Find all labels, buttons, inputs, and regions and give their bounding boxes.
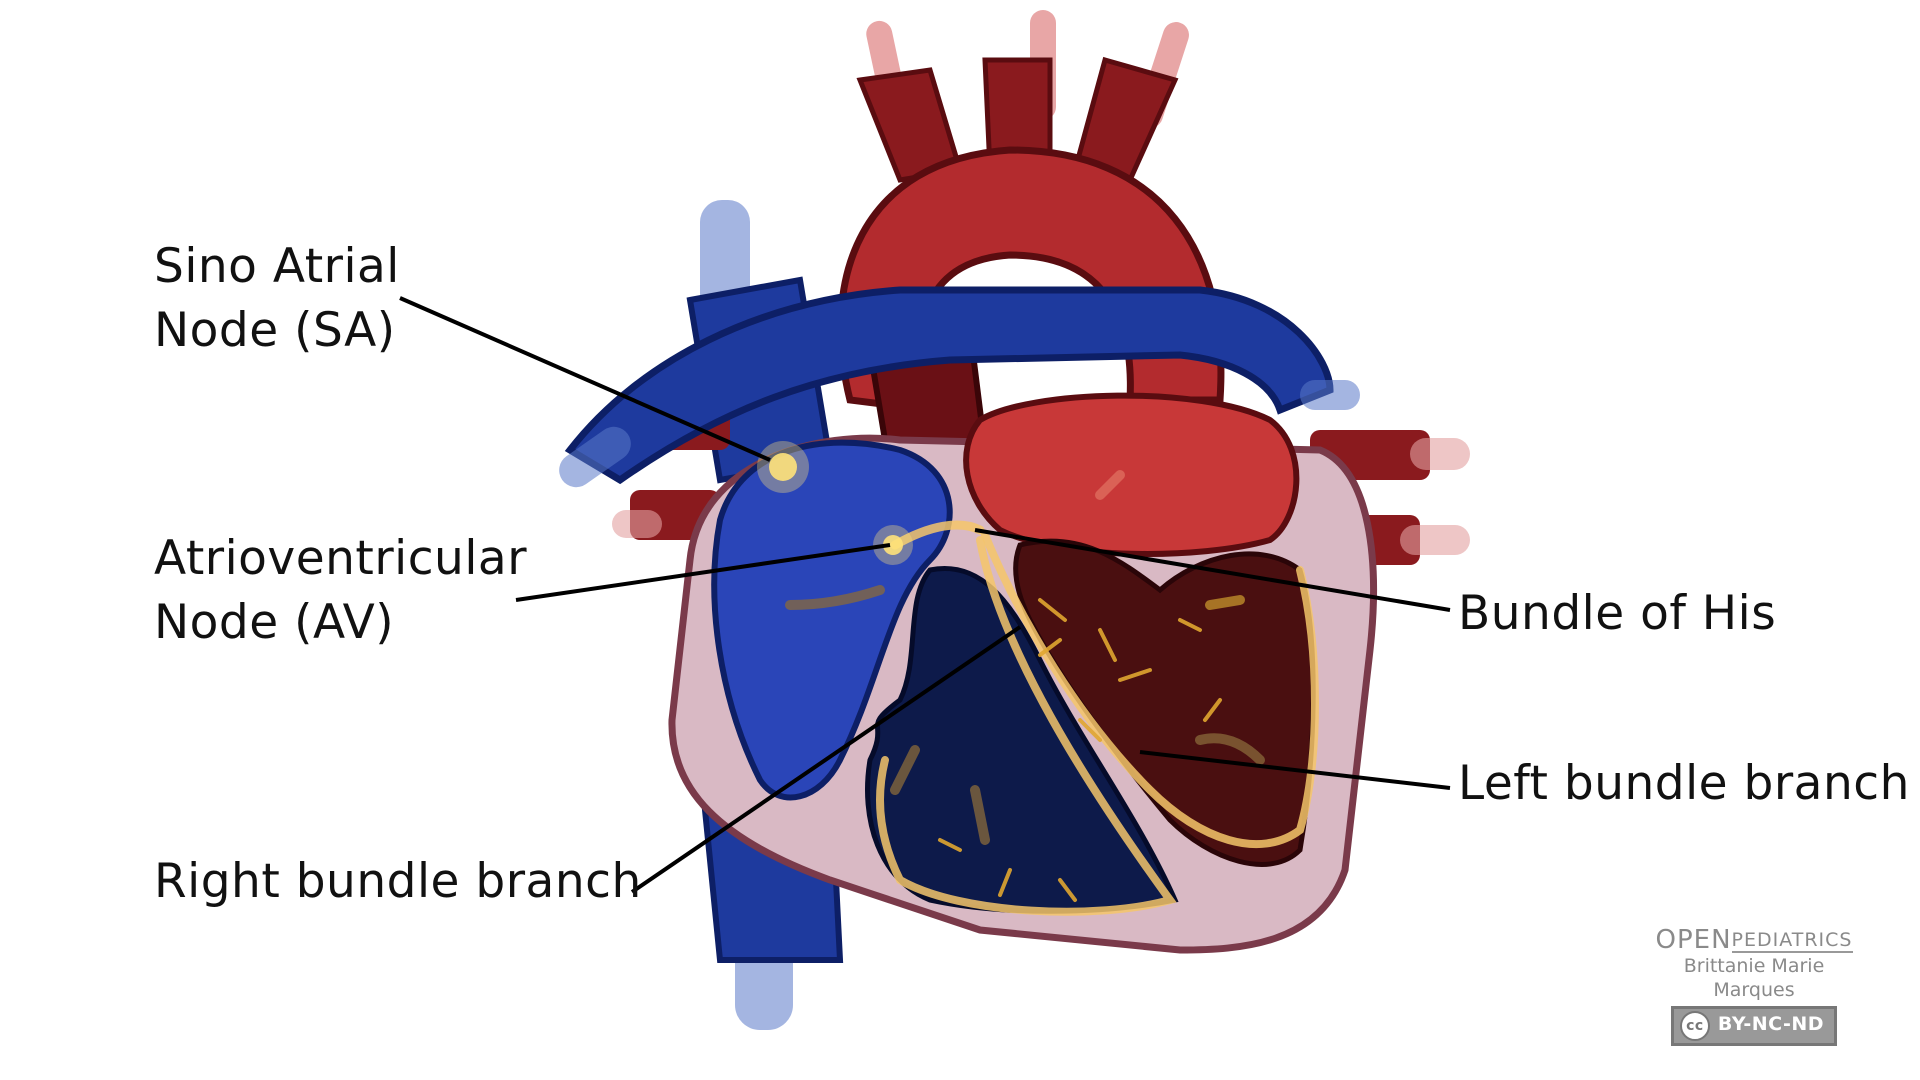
flow-arrow <box>1205 595 1245 610</box>
sa-leader-line <box>399 296 771 462</box>
sa-node-glow <box>757 441 809 493</box>
flow-arrow <box>1195 733 1265 765</box>
flow-arrow <box>785 585 885 610</box>
conduction-system <box>876 520 1319 916</box>
bundle-of-his-label: Bundle of His <box>1458 586 1777 641</box>
license-text: BY-NC-ND <box>1717 1013 1825 1035</box>
brand-right: PEDIATRICS <box>1731 929 1853 953</box>
sa-node-label: Sino Atrial Node (SA) <box>154 235 400 363</box>
right-atrium <box>711 439 953 801</box>
bundle-of-his-path <box>890 520 985 550</box>
leader-lines <box>399 296 1451 894</box>
flow-arrow <box>970 785 990 845</box>
right-bundle-branch-label: Right bundle branch <box>154 854 642 909</box>
flow-arrow <box>890 745 920 795</box>
av-label-line-1: Atrioventricular <box>154 531 528 586</box>
sa-label-line-2: Node (SA) <box>154 303 396 358</box>
left-atrium <box>963 392 1300 557</box>
sa-node <box>769 453 797 481</box>
av-leader-line <box>515 543 891 602</box>
rbb-leader-line <box>630 625 1022 894</box>
pulmonary-artery <box>559 286 1360 488</box>
credit-block: OPENPEDIATRICS Brittanie Marie Marques c… <box>1648 926 1860 1046</box>
flow-arrow <box>1095 470 1125 500</box>
left-bundle-branch-path <box>981 531 1319 848</box>
sa-label-line-1: Sino Atrial <box>154 239 400 294</box>
av-node-label: Atrioventricular Node (AV) <box>154 527 527 655</box>
aorta <box>837 10 1225 474</box>
lbb-leader-line <box>1139 750 1451 790</box>
his-leader-line <box>974 528 1451 612</box>
right-bundle-branch-path <box>876 536 1177 916</box>
cc-icon: cc <box>1679 1011 1710 1041</box>
av-node-glow <box>873 525 913 565</box>
author-credit: Brittanie Marie Marques <box>1683 955 1825 1001</box>
flow-arrows <box>785 470 1265 845</box>
brand-left: OPEN <box>1655 925 1732 955</box>
license-badge: cc BY-NC-ND <box>1670 1006 1838 1046</box>
left-bundle-branch-label: Left bundle branch <box>1458 756 1910 811</box>
av-node <box>883 535 903 555</box>
av-label-line-2: Node (AV) <box>154 595 395 650</box>
brand-logo: OPENPEDIATRICS <box>1648 926 1860 954</box>
